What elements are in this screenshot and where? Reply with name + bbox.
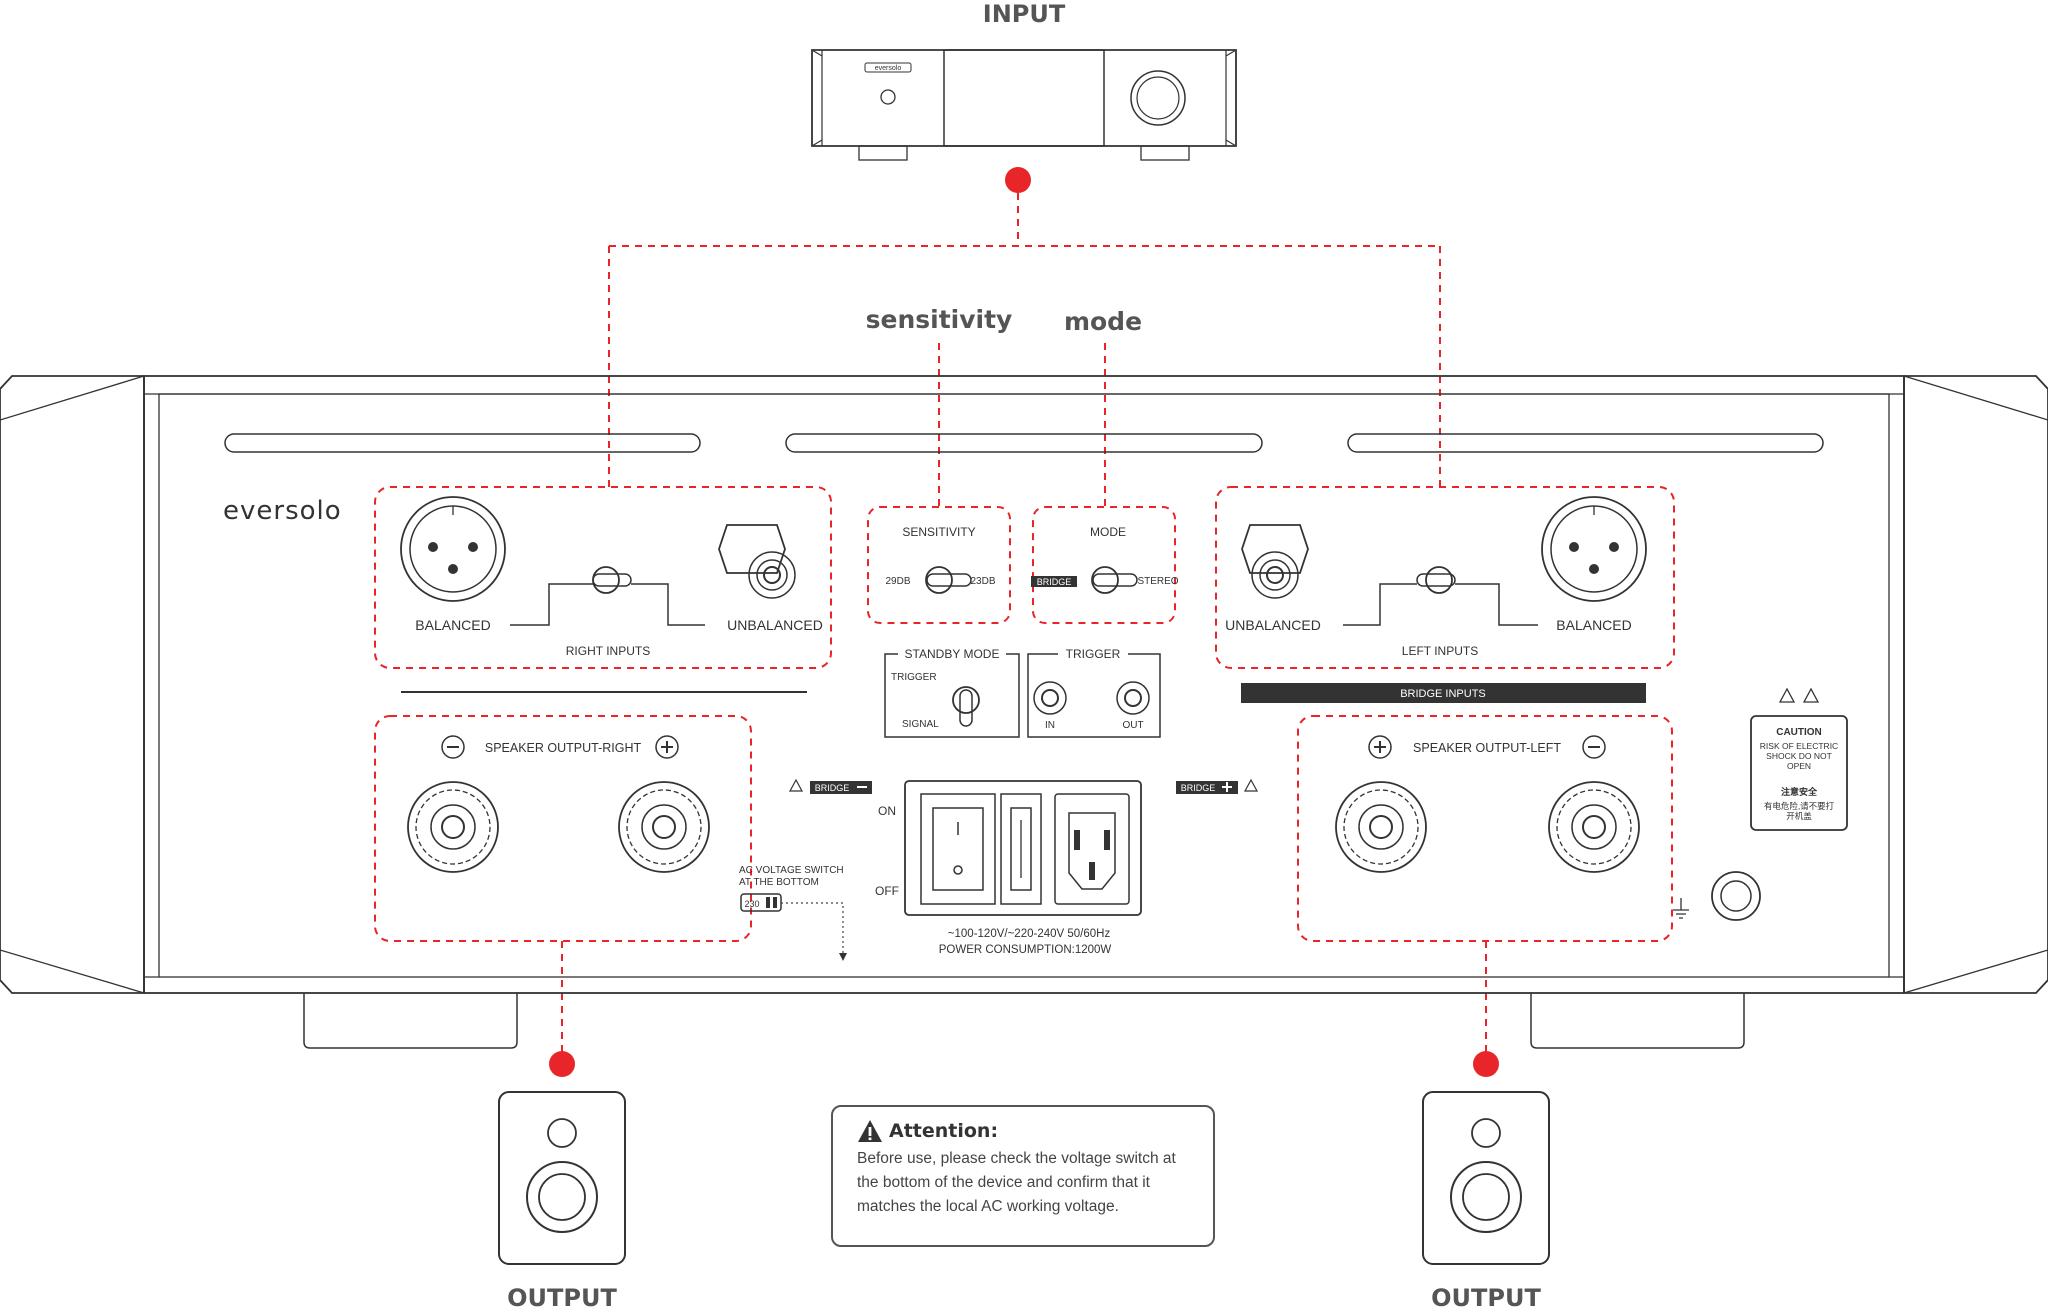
caution-line2: SHOCK DO NOT xyxy=(1766,751,1832,761)
voltage-spec: ~100-120V/~220-240V 50/60Hz xyxy=(948,928,1111,940)
output-left-title: OUTPUT xyxy=(507,1284,617,1312)
caution-line3: OPEN xyxy=(1787,761,1811,771)
caution-cn-line1: 有电危险,请不要打 xyxy=(1764,801,1835,811)
unbalanced-right-label: UNBALANCED xyxy=(727,617,823,633)
left-inputs-group: UNBALANCED BALANCED LEFT INPUTS BRIDGE I… xyxy=(1215,486,1675,703)
caution-cn-title: 注意安全 xyxy=(1781,786,1818,797)
speaker-output-left: SPEAKER OUTPUT-LEFT xyxy=(1297,715,1673,942)
amplifier-rear-panel xyxy=(0,375,2048,1049)
brand-logo: eversolo xyxy=(223,496,342,526)
standby-mode-label: STANDBY MODE xyxy=(905,647,1000,661)
mode-label: MODE xyxy=(1090,525,1126,539)
power-section: ON OFF ~100-120V/~220-240V 50/60Hz POWER… xyxy=(875,780,1142,956)
attention-heading: Attention: xyxy=(857,1119,1189,1143)
trigger-label: TRIGGER xyxy=(1066,647,1121,661)
sensitivity-label: SENSITIVITY xyxy=(902,525,975,539)
attention-text: Before use, please check the voltage swi… xyxy=(857,1150,1176,1215)
signal-lines xyxy=(549,167,1499,1077)
bridge-minus-marker: BRIDGE xyxy=(788,778,872,794)
warning-icon xyxy=(858,1120,882,1142)
unbalanced-left-label: UNBALANCED xyxy=(1225,617,1321,633)
mode-bridge: BRIDGE xyxy=(1037,577,1072,587)
bridge-plus-text: BRIDGE xyxy=(1181,783,1216,793)
trigger-out: OUT xyxy=(1122,720,1143,731)
sensitivity-switch-group: SENSITIVITY 29DB 23DB xyxy=(867,506,1011,624)
mode-stereo: STEREO xyxy=(1137,576,1178,587)
bridge-minus-text: BRIDGE xyxy=(815,783,850,793)
speaker-right-label: SPEAKER OUTPUT-RIGHT xyxy=(485,741,642,755)
trigger-in: IN xyxy=(1045,720,1055,731)
balanced-left-label: BALANCED xyxy=(1556,617,1631,633)
ac-switch-line2: AT THE BOTTOM xyxy=(739,877,819,888)
speaker-right-icon xyxy=(1422,1091,1550,1265)
mode-callout: mode xyxy=(1064,307,1142,336)
device-brand: eversolo xyxy=(875,65,902,72)
caution-cn-line2: 开机盖 xyxy=(1786,811,1812,821)
bridge-plus-marker: BRIDGE xyxy=(1176,778,1259,794)
speaker-output-right: SPEAKER OUTPUT-RIGHT xyxy=(374,715,752,942)
power-consumption: POWER CONSUMPTION:1200W xyxy=(939,944,1112,956)
speaker-left-label: SPEAKER OUTPUT-LEFT xyxy=(1413,741,1561,755)
sensitivity-callout: sensitivity xyxy=(866,305,1013,334)
balanced-right-label: BALANCED xyxy=(415,617,490,633)
left-inputs-label: LEFT INPUTS xyxy=(1402,644,1478,658)
attention-title: Attention: xyxy=(889,1120,999,1142)
ac-switch-value: 230 xyxy=(744,899,759,909)
sens-23db: 23DB xyxy=(970,576,995,587)
bridge-inputs-label: BRIDGE INPUTS xyxy=(1400,688,1486,700)
standby-mode-group: STANDBY MODE TRIGGER SIGNAL xyxy=(884,647,1020,738)
caution-line1: RISK OF ELECTRIC xyxy=(1760,741,1838,751)
ac-voltage-switch-note: AC VOLTAGE SWITCH AT THE BOTTOM 230 xyxy=(739,865,847,961)
right-inputs-group: BALANCED UNBALANCED RIGHT INPUTS xyxy=(374,486,832,693)
ac-switch-line1: AC VOLTAGE SWITCH xyxy=(739,865,844,876)
caution-label: CAUTION RISK OF ELECTRIC SHOCK DO NOT OP… xyxy=(1750,687,1848,831)
input-title: INPUT xyxy=(983,0,1066,28)
power-on-label: ON xyxy=(878,804,896,818)
power-off-label: OFF xyxy=(875,884,899,898)
output-right-title: OUTPUT xyxy=(1431,1284,1541,1312)
standby-signal: SIGNAL xyxy=(902,719,939,730)
speaker-left-icon xyxy=(498,1091,626,1265)
mode-switch-group: MODE BRIDGE STEREO xyxy=(1031,506,1179,624)
attention-box: Attention: Before use, please check the … xyxy=(831,1105,1215,1247)
trigger-group: TRIGGER IN OUT xyxy=(1027,647,1161,738)
sens-29db: 29DB xyxy=(885,576,910,587)
right-inputs-label: RIGHT INPUTS xyxy=(566,644,650,658)
input-device: eversolo xyxy=(811,49,1237,161)
standby-trigger: TRIGGER xyxy=(891,672,937,683)
ground-terminal xyxy=(1673,871,1761,921)
caution-title: CAUTION xyxy=(1776,727,1822,738)
